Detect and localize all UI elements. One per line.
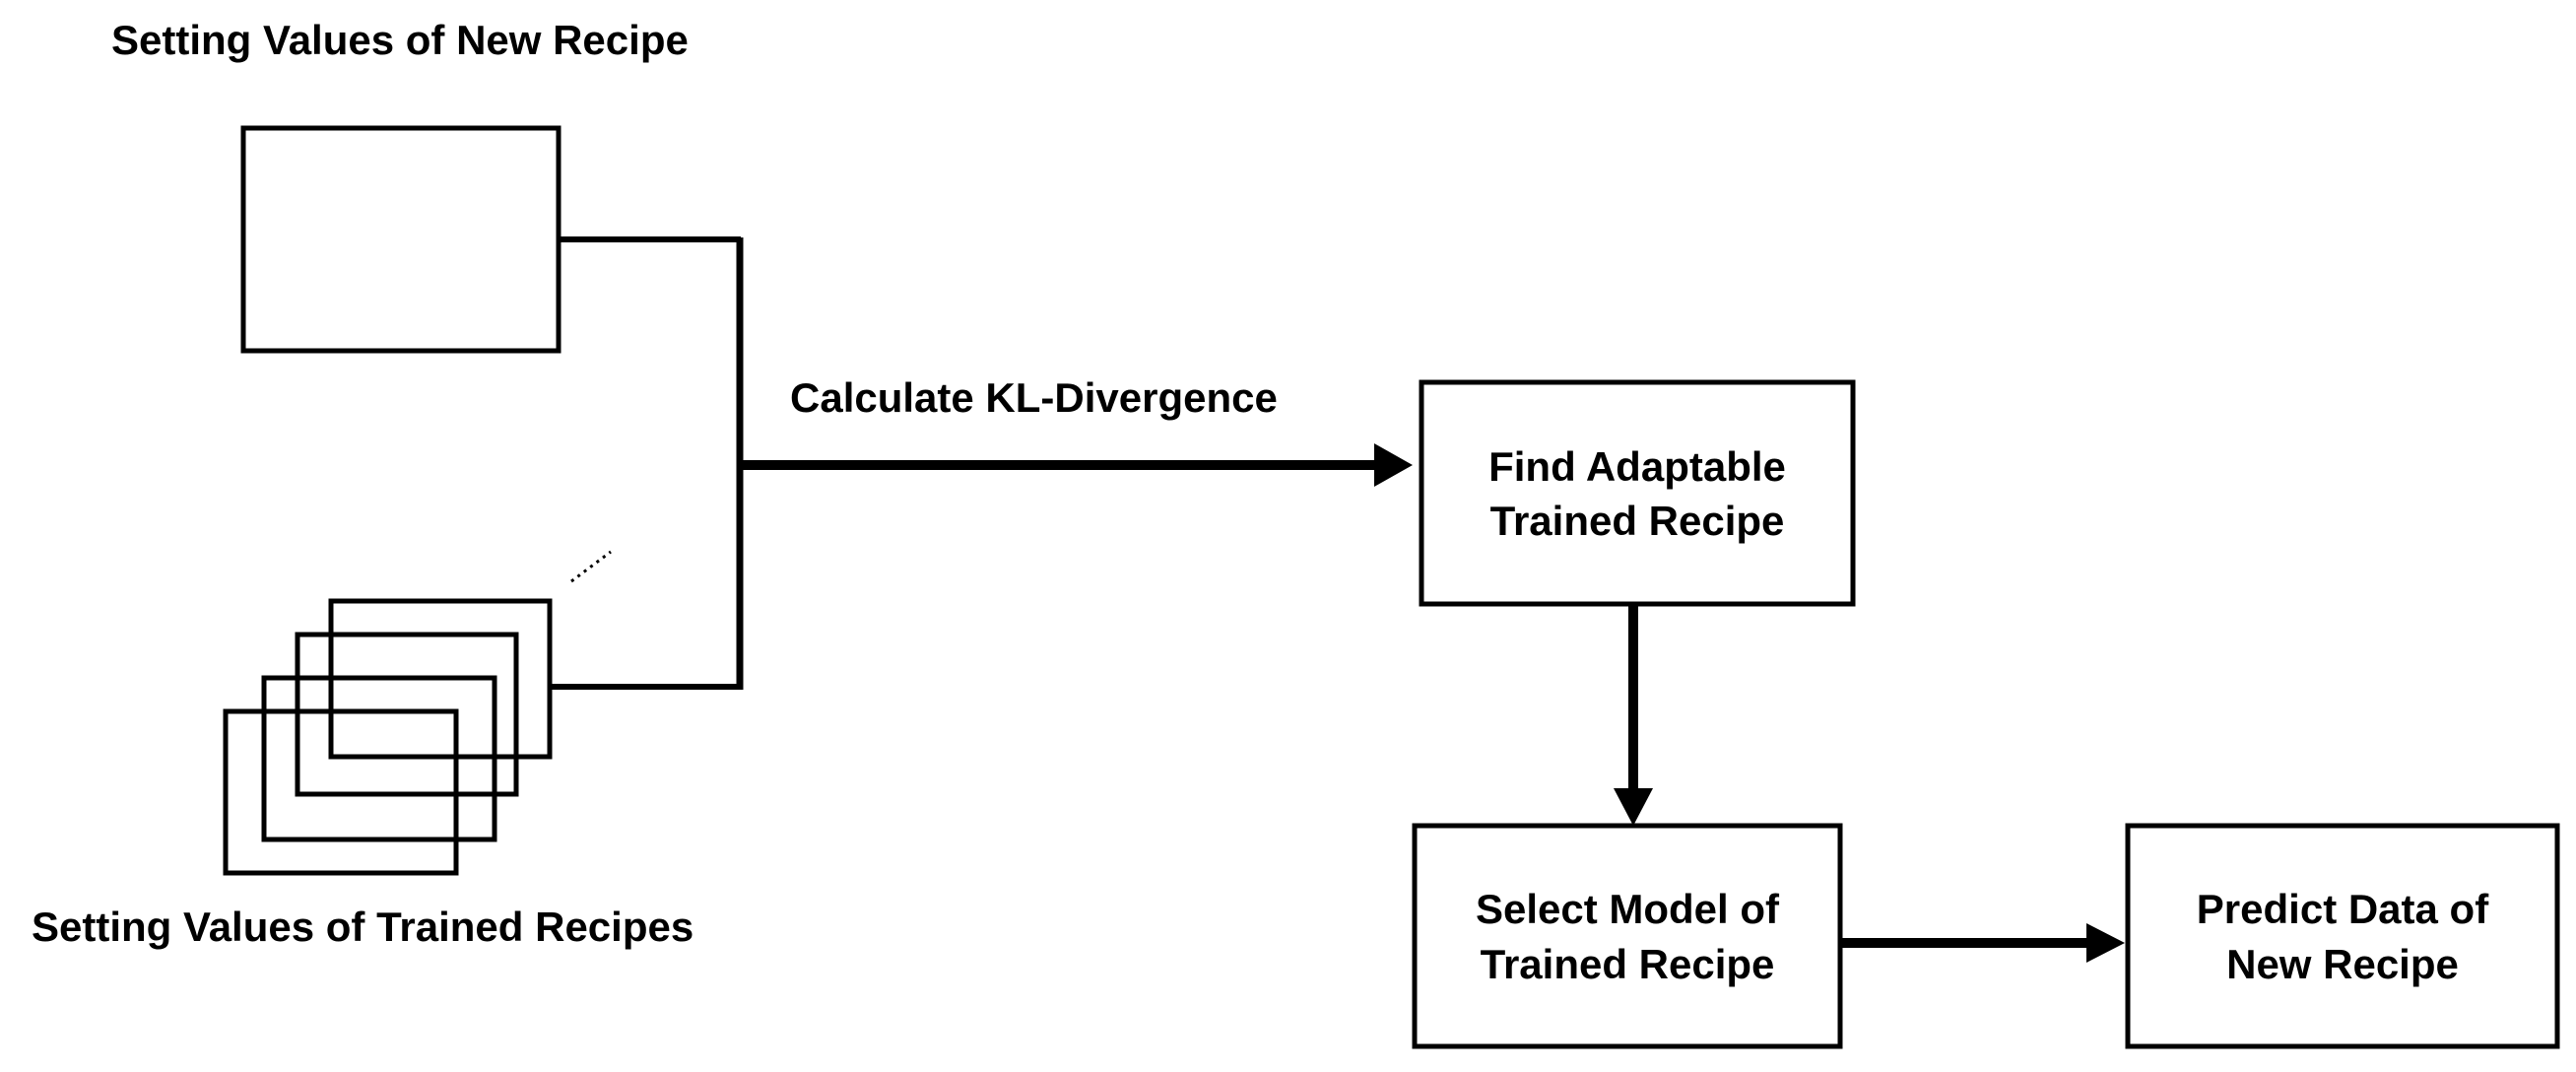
ellipsis-icon (570, 550, 612, 583)
trained-recipes-label: Setting Values of Trained Recipes (32, 904, 694, 950)
select-model-node: Select Model of Trained Recipe (1412, 823, 1843, 1049)
find-adaptable-node: Find Adaptable Trained Recipe (1419, 379, 1856, 607)
predict-data-box (2125, 823, 2560, 1049)
predict-data-line-2: New Recipe (2226, 941, 2459, 987)
new-recipe-box (240, 125, 561, 354)
select-model-line-2: Trained Recipe (1481, 941, 1775, 987)
merge-connector (550, 236, 744, 690)
trained-recipe-box-4 (223, 708, 459, 876)
find-adaptable-box (1419, 379, 1856, 607)
trained-recipe-box-2 (295, 632, 519, 797)
kl-divergence-label: Calculate KL-Divergence (790, 374, 1278, 421)
kl-arrow (740, 443, 1413, 487)
predict-data-line-1: Predict Data of (2197, 886, 2489, 932)
predict-data-node: Predict Data of New Recipe (2125, 823, 2560, 1049)
right-arrow (1840, 923, 2125, 963)
select-model-line-1: Select Model of (1476, 886, 1780, 932)
select-model-box (1412, 823, 1843, 1049)
find-adaptable-line-1: Find Adaptable (1488, 443, 1786, 490)
trained-recipe-box-3 (261, 675, 497, 842)
trained-recipes-stack (223, 598, 553, 876)
find-adaptable-line-2: Trained Recipe (1490, 498, 1785, 544)
down-arrow (1614, 604, 1653, 826)
new-recipe-label: Setting Values of New Recipe (111, 17, 689, 63)
